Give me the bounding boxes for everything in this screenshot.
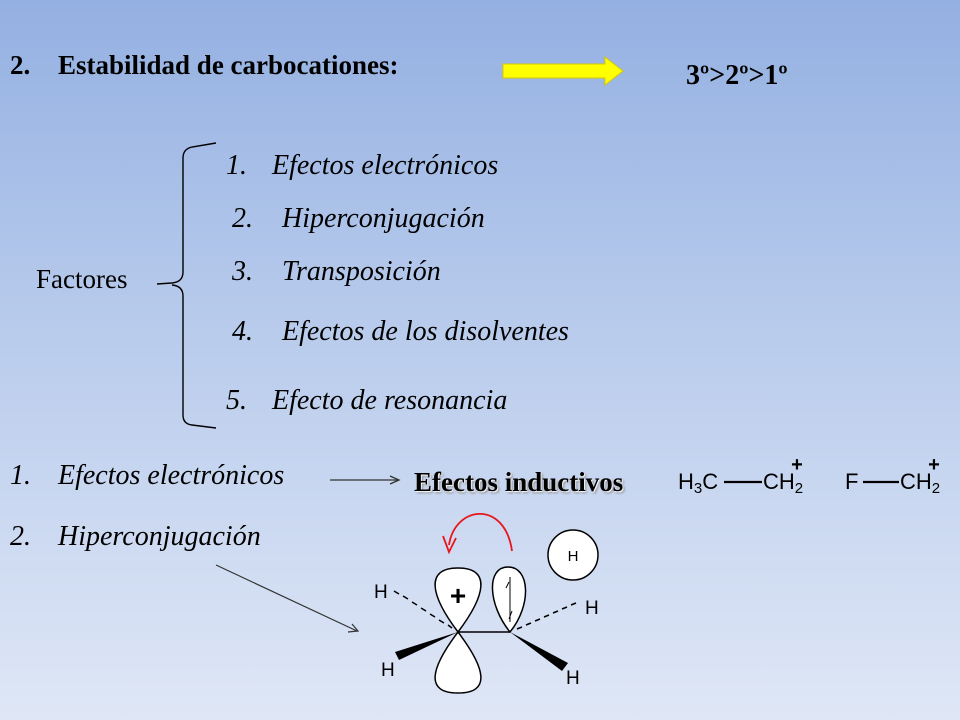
factor-item: 2. Hiperconjugación: [232, 203, 485, 235]
h-label-lower-right: H: [566, 668, 580, 689]
red-curved-arrow-icon: [448, 512, 513, 552]
detail-number: 2.: [10, 521, 31, 552]
molecule-fluorine: F: [845, 469, 858, 495]
molecule-right-fragment: CH2 +: [900, 454, 941, 497]
positive-charge: +: [791, 454, 803, 476]
detail-number: 1.: [10, 460, 31, 491]
factor-number: 2.: [232, 203, 253, 234]
carbocation-charge: +: [450, 580, 466, 611]
stability-order: 3º>2º>1º: [686, 60, 788, 91]
factor-text: Efectos de los disolventes: [282, 316, 569, 347]
subscript: 2: [794, 480, 804, 497]
factor-text: Efectos electrónicos: [272, 150, 499, 181]
molecule-left-fragment: H3C: [678, 469, 718, 497]
inductive-effects-label: Efectos inductivos: [414, 467, 624, 497]
atom-f: F: [845, 469, 859, 494]
factor-number: 4.: [232, 316, 253, 347]
factor-item: 5. Efecto de resonancia: [226, 385, 507, 417]
factor-item: 1. Efectos electrónicos: [226, 150, 498, 182]
factor-text: Transposición: [282, 256, 441, 287]
factors-label: Factores: [36, 264, 128, 294]
subscript: 3: [693, 480, 703, 497]
atom-ch: CH: [900, 469, 932, 494]
subscript: 2: [931, 480, 941, 497]
arrow-to-orbital-icon: [215, 564, 360, 633]
section-title-text: Estabilidad de carbocationes:: [58, 50, 399, 80]
detail-item: 1. Efectos electrónicos: [10, 460, 284, 492]
factor-item: 3. Transposición: [232, 256, 441, 288]
section-number: 2.: [10, 50, 31, 80]
h-label-upper-right: H: [585, 598, 599, 619]
h-label-upper-left: H: [374, 582, 388, 603]
factor-item: 4. Efectos de los disolventes: [232, 316, 569, 348]
detail-item: 2. Hiperconjugación: [10, 521, 261, 553]
arrow-to-inductive-icon: [330, 475, 401, 485]
yellow-arrow-icon: [502, 55, 624, 87]
factor-text: Hiperconjugación: [282, 203, 485, 234]
detail-text: Hiperconjugación: [58, 521, 261, 552]
h-label-lower-left: H: [381, 660, 395, 681]
molecule-right-fragment: CH2 +: [763, 454, 804, 497]
detail-text: Efectos electrónicos: [58, 460, 285, 491]
atom-c: C: [702, 469, 719, 494]
factor-number: 3.: [232, 256, 253, 287]
factor-number: 1.: [226, 150, 247, 181]
atom-h: H: [678, 469, 694, 494]
section-title: 2. Estabilidad de carbocationes:: [10, 50, 399, 81]
positive-charge: +: [928, 454, 940, 476]
hyperconjugation-orbital-diagram: + H H H H H: [374, 512, 599, 694]
hydrogen-circle-label: H: [568, 548, 579, 565]
atom-ch: CH: [763, 469, 795, 494]
factor-number: 5.: [226, 385, 247, 416]
hydrogen-circle-icon: [547, 529, 599, 581]
factor-text: Efecto de resonancia: [272, 385, 508, 416]
factors-brace: [156, 142, 217, 429]
